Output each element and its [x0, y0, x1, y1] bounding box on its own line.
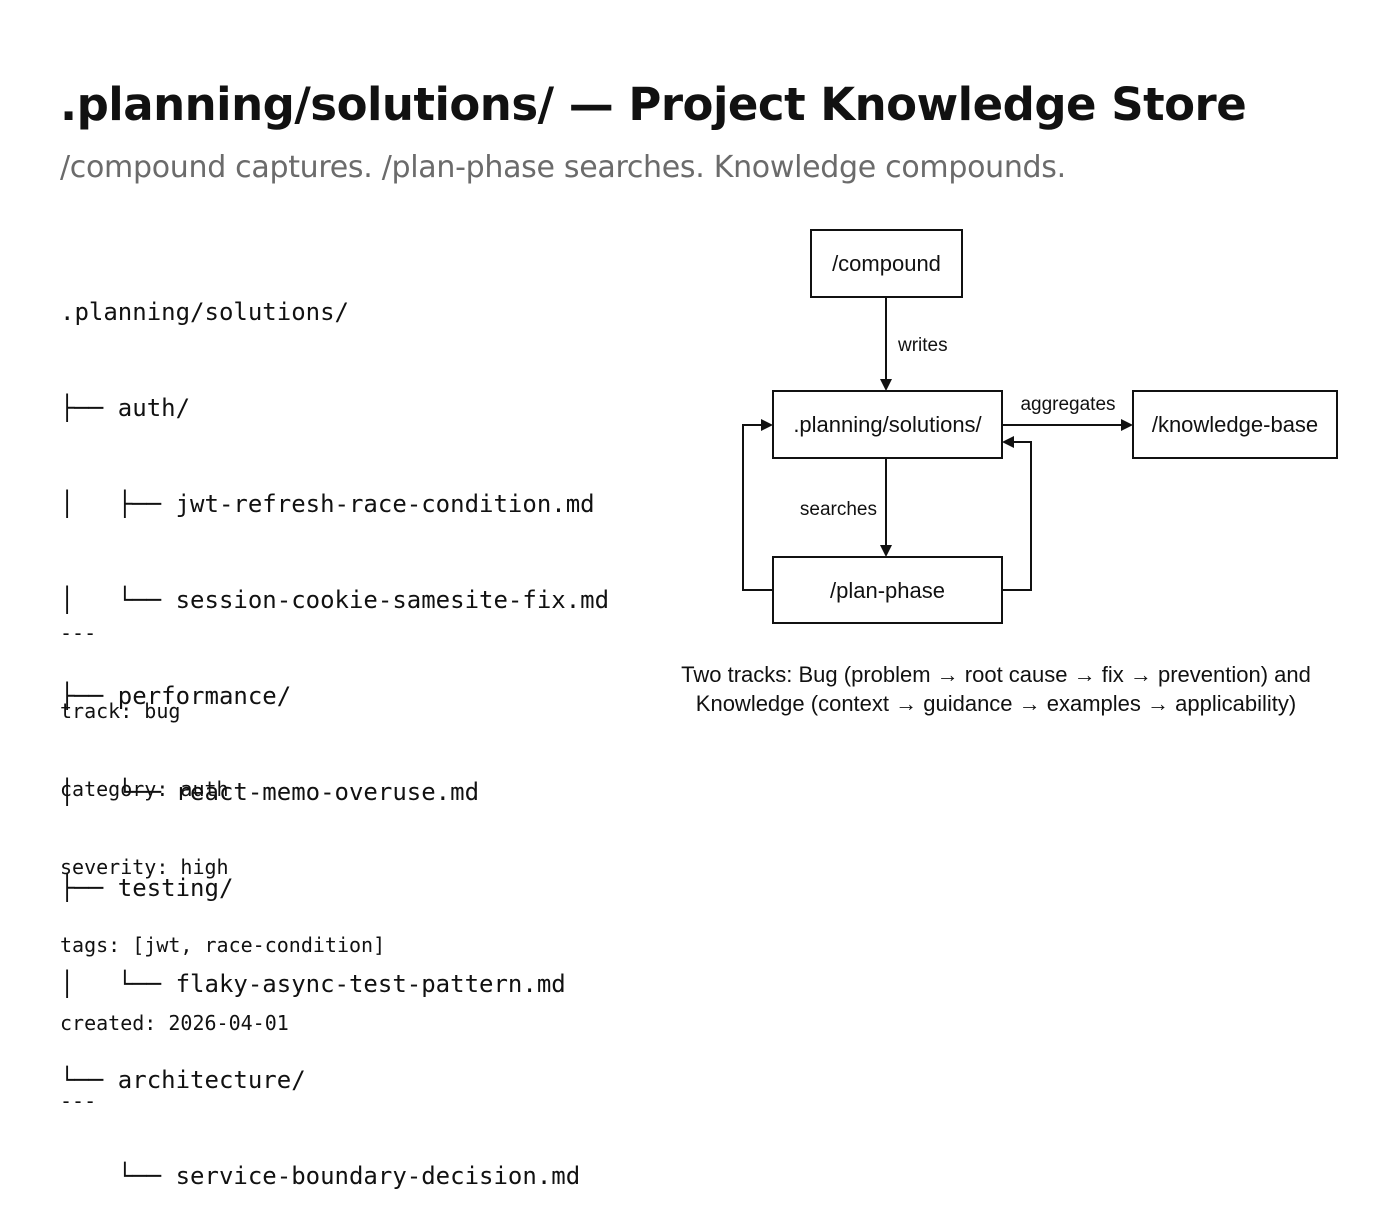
edge-label-aggregates: aggregates — [1020, 394, 1115, 415]
node-plan-phase: /plan-phase — [772, 556, 1003, 624]
page-title: .planning/solutions/ — Project Knowledge… — [60, 78, 1247, 131]
frontmatter-line: category: auth — [60, 777, 229, 801]
tree-line: └── service-boundary-decision.md — [60, 1162, 581, 1190]
tree-line: .planning/solutions/ — [60, 298, 349, 326]
diagram-caption: Two tracks: Bug (problem → root cause → … — [640, 660, 1352, 718]
node-solutions-label: .planning/solutions/ — [793, 412, 982, 437]
frontmatter-line: tags: [jwt, race-condition] — [60, 933, 386, 957]
caption-line: Knowledge (context → guidance → examples… — [695, 691, 1297, 716]
tree-line: │ └── session-cookie-samesite-fix.md — [60, 586, 610, 614]
frontmatter-line: created: 2026-04-01 — [60, 1011, 289, 1035]
edge-loop-right-arrow — [1002, 436, 1032, 591]
node-compound-label: /compound — [832, 251, 941, 276]
node-knowledge-base-label: /knowledge-base — [1152, 412, 1318, 437]
tree-line: │ ├── jwt-refresh-race-condition.md — [60, 490, 595, 518]
frontmatter-line: --- — [60, 621, 97, 645]
tree-line: ├── performance/ — [60, 682, 292, 710]
node-knowledge-base: /knowledge-base — [1132, 390, 1338, 459]
node-compound: /compound — [810, 229, 963, 298]
frontmatter-line: track: bug — [60, 699, 181, 723]
frontmatter-line: severity: high — [60, 855, 229, 879]
node-plan-phase-label: /plan-phase — [830, 578, 945, 603]
node-solutions: .planning/solutions/ — [772, 390, 1003, 459]
page-subtitle: /compound captures. /plan-phase searches… — [60, 150, 1066, 185]
edge-label-writes: writes — [897, 335, 948, 356]
caption-line: Two tracks: Bug (problem → root cause → … — [681, 662, 1311, 687]
tree-line: ├── auth/ — [60, 394, 191, 422]
edge-label-searches: searches — [800, 499, 877, 520]
edge-loop-left-arrow — [742, 419, 773, 591]
flow-diagram: writes aggregates searches /compound .pl… — [742, 229, 1338, 624]
frontmatter-line: --- — [60, 1089, 97, 1113]
